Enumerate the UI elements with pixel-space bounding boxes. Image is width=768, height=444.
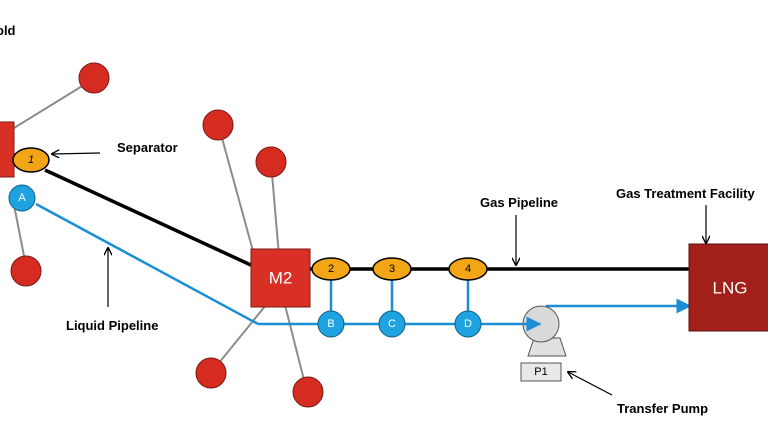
well (255, 146, 287, 178)
well-lines (13, 79, 307, 389)
junction-b-label: B (327, 318, 334, 330)
pump-tag-box (520, 362, 562, 382)
separator-1-label: 1 (28, 154, 34, 166)
gas-pipeline (44, 168, 689, 271)
lng-facility: LNG (688, 243, 768, 332)
junction-c-label: C (388, 318, 396, 330)
separator-3-label: 3 (389, 263, 395, 275)
separator-2-label: 2 (328, 263, 334, 275)
liquid-pipeline-label: Liquid Pipeline (66, 318, 158, 333)
manifold-2: M2 (250, 248, 311, 308)
well (78, 62, 110, 94)
junction-b: B (317, 310, 345, 338)
well (202, 109, 234, 141)
well (292, 376, 324, 408)
gas-pipeline-segment (44, 168, 254, 268)
transfer-pump: P1 (520, 305, 567, 382)
transfer-pump-arrow (568, 372, 613, 396)
manifold-1 (0, 121, 15, 178)
transfer-pump-label: Transfer Pump (617, 401, 708, 416)
junction-a-label: A (18, 192, 26, 204)
junction-c: C (378, 310, 406, 338)
separator-4: 4 (448, 257, 488, 281)
separator-1: 1 (12, 147, 50, 173)
separator-2: 2 (311, 257, 351, 281)
well-line (284, 304, 307, 389)
well-line (13, 79, 93, 129)
gas-pipeline-label: Gas Pipeline (480, 195, 558, 210)
annotation-arrows (52, 153, 706, 396)
separator-4-label: 4 (465, 263, 471, 275)
wells (10, 62, 324, 408)
separator-label: Separator (117, 140, 178, 155)
labels: old Separator Gas Pipeline Gas Treatment… (0, 23, 755, 416)
corner-label: old (0, 23, 16, 38)
well (10, 255, 42, 287)
well-line (213, 304, 267, 370)
liquid-pipeline (35, 202, 692, 326)
well-line (270, 161, 280, 257)
pump-tag: P1 (534, 366, 547, 378)
junctions: A B C D (8, 184, 482, 338)
junction-d-label: D (464, 318, 472, 330)
junction-a: A (8, 184, 36, 212)
gas-treatment-label: Gas Treatment Facility (616, 186, 755, 201)
separator-3: 3 (372, 257, 412, 281)
pump-discharge-line (545, 298, 692, 318)
manifold-2-label: M2 (269, 269, 293, 288)
junction-d: D (454, 310, 482, 338)
lng-label: LNG (713, 279, 748, 298)
well (195, 357, 227, 389)
separators: 1 2 3 4 (12, 147, 488, 281)
well-line (218, 126, 257, 263)
liquid-pipeline-segment (35, 202, 259, 326)
separator-arrow (52, 153, 101, 154)
